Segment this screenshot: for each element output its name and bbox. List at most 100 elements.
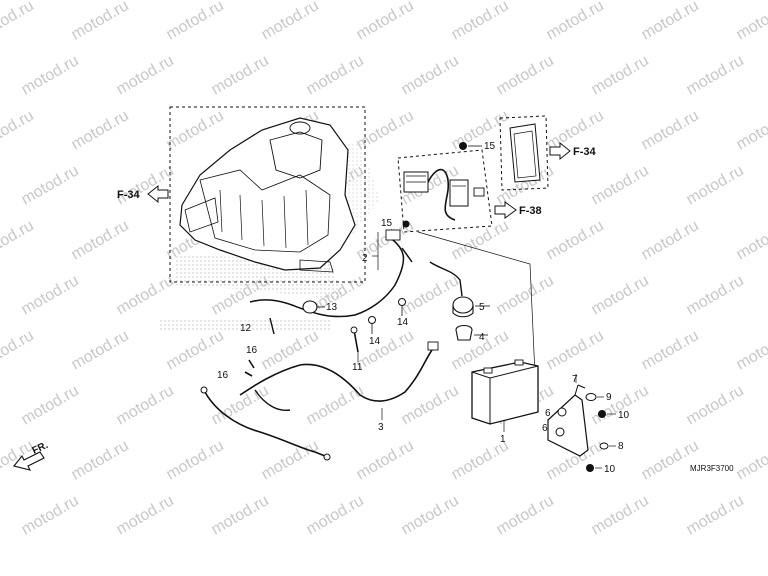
watermark-text: motod.ru: [399, 52, 462, 98]
svg-text:16: 16: [246, 345, 258, 356]
leader-lines: [372, 231, 536, 376]
watermark-text: motod.ru: [164, 107, 227, 153]
bolt-11: 11: [350, 326, 363, 373]
watermark-text: motod.ru: [304, 382, 367, 428]
watermark-text: motod.ru: [0, 327, 37, 373]
svg-text:9: 9: [606, 392, 612, 403]
watermark-text: motod.ru: [69, 107, 132, 153]
watermark-text: motod.ru: [639, 217, 702, 263]
watermark-text: motod.ru: [164, 437, 227, 483]
watermark-text: motod.ru: [734, 107, 768, 153]
svg-text:1: 1: [500, 434, 506, 445]
svg-text:3: 3: [378, 422, 384, 433]
f34-right-ref[interactable]: F-34: [549, 141, 597, 161]
nut-10-b: 10: [586, 464, 616, 475]
watermark-text: motod.ru: [639, 327, 702, 373]
watermark-text: motod.ru: [449, 217, 512, 263]
watermark-text: motod.ru: [259, 327, 322, 373]
watermark-text: motod.ru: [19, 52, 82, 98]
washer-9: 9: [585, 392, 612, 403]
watermark-text: motod.ru: [354, 0, 417, 43]
svg-text:2: 2: [362, 253, 368, 264]
watermark-text: motod.ru: [734, 0, 768, 43]
svg-text:14: 14: [369, 336, 381, 347]
wire-harness-3: 3: [200, 341, 439, 461]
watermark-text: motod.ru: [589, 162, 652, 208]
watermark-text: motod.ru: [19, 162, 82, 208]
watermark-text: motod.ru: [544, 217, 607, 263]
watermark-text: motod.ru: [114, 52, 177, 98]
f34-right-label: F-34: [573, 146, 597, 158]
watermark-text: motod.ru: [684, 272, 747, 318]
bolt-14-b: 14: [368, 316, 381, 347]
watermark-text: motod.ru: [114, 492, 177, 538]
watermark-text: motod.ru: [354, 437, 417, 483]
watermark-text: motod.ru: [114, 382, 177, 428]
watermark-text: motod.ru: [69, 437, 132, 483]
watermark-text: motod.ru: [734, 217, 768, 263]
watermark-text: motod.ru: [209, 382, 272, 428]
watermark-text: motod.ru: [494, 492, 557, 538]
watermark-text: motod.ru: [639, 0, 702, 43]
watermark-text: motod.ru: [684, 382, 747, 428]
watermark-text: motod.ru: [69, 327, 132, 373]
svg-text:7: 7: [572, 374, 578, 385]
svg-text:4: 4: [479, 332, 485, 343]
watermark-text: motod.ru: [164, 0, 227, 43]
svg-text:16: 16: [217, 370, 229, 381]
watermark-layer: motod.ru motod.ru motod.ru motod.ru motod.ru…: [0, 0, 768, 538]
watermark-text: motod.ru: [19, 272, 82, 318]
svg-text:8: 8: [618, 441, 624, 452]
bolt-15-mid: 15: [381, 218, 410, 229]
watermark-text: motod.ru: [684, 492, 747, 538]
watermark-text: motod.ru: [209, 492, 272, 538]
watermark-text: motod.ru: [69, 217, 132, 263]
watermark-text: motod.ru: [259, 0, 322, 43]
terminal-cap-4: 4: [455, 324, 488, 343]
watermark-text: motod.ru: [114, 272, 177, 318]
watermark-text: motod.ru: [69, 0, 132, 43]
f34-left-ref[interactable]: F-34: [117, 184, 169, 204]
watermark-text: motod.ru: [0, 217, 37, 263]
svg-text:12: 12: [240, 323, 252, 334]
watermark-text: motod.ru: [354, 327, 417, 373]
svg-text:10: 10: [618, 410, 630, 421]
f38-label: F-38: [519, 205, 542, 217]
watermark-text: motod.ru: [399, 272, 462, 318]
svg-text:5: 5: [479, 302, 485, 313]
bolt-16-a: 16: [246, 345, 258, 369]
watermark-text: motod.ru: [19, 382, 82, 428]
watermark-text: motod.ru: [544, 327, 607, 373]
svg-text:15: 15: [381, 218, 393, 229]
watermark-text: motod.ru: [734, 437, 768, 483]
cable-2: 2: [249, 229, 413, 318]
watermark-text: motod.ru: [639, 437, 702, 483]
watermark-text: motod.ru: [589, 52, 652, 98]
watermark-text: motod.ru: [449, 107, 512, 153]
f38-ref[interactable]: F-38: [494, 201, 542, 219]
svg-text:13: 13: [326, 302, 338, 313]
battery-tray-group: [169, 106, 366, 283]
watermark-text: motod.ru: [209, 52, 272, 98]
watermark-text: motod.ru: [734, 327, 768, 373]
nut-10-a: 10: [598, 410, 630, 421]
watermark-text: motod.ru: [164, 327, 227, 373]
watermark-text: motod.ru: [0, 0, 37, 43]
starter-relay-5: 5: [429, 261, 490, 318]
watermark-text: motod.ru: [494, 52, 557, 98]
relay-box-group: [397, 149, 493, 233]
svg-text:6: 6: [545, 408, 551, 419]
battery-bracket-7: 7 6 6: [542, 374, 589, 457]
clamp-13: 13: [302, 300, 338, 314]
watermark-text: motod.ru: [19, 492, 82, 538]
watermark-text: motod.ru: [589, 272, 652, 318]
watermark-text: motod.ru: [589, 382, 652, 428]
watermark-text: motod.ru: [304, 492, 367, 538]
svg-text:14: 14: [397, 317, 409, 328]
watermark-text: motod.ru: [304, 52, 367, 98]
watermark-text: motod.ru: [114, 162, 177, 208]
fuse-cover-group: [499, 115, 549, 191]
watermark-text: motod.ru: [589, 492, 652, 538]
